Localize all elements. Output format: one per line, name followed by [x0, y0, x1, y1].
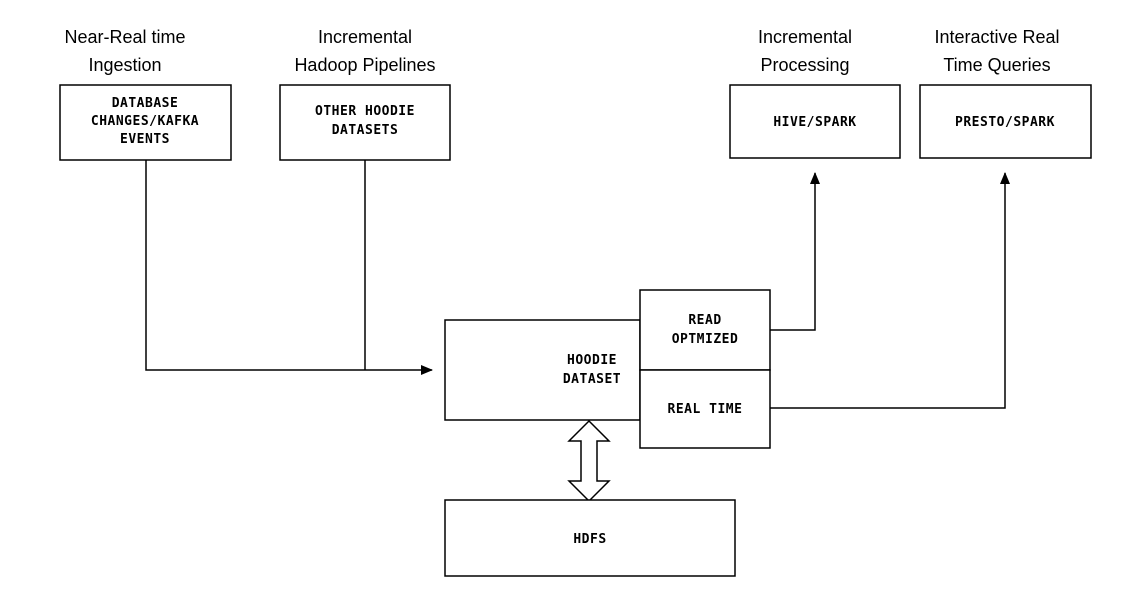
caption-line: Incremental — [758, 27, 852, 47]
box-label: DATABASE — [112, 96, 179, 111]
caption-line: Near-Real time — [64, 27, 185, 47]
caption-line: Ingestion — [88, 55, 161, 75]
box-label: EVENTS — [120, 132, 170, 147]
caption-near-real-time: Near-Real time Ingestion — [64, 27, 185, 75]
database-changes-box: DATABASE CHANGES/KAFKA EVENTS — [59, 84, 232, 161]
caption-incremental-pipelines: Incremental Hadoop Pipelines — [294, 27, 435, 75]
ingestion-connector — [145, 160, 433, 375]
caption-line: Processing — [760, 55, 849, 75]
caption-line: Hadoop Pipelines — [294, 55, 435, 75]
box-label: HIVE/SPARK — [773, 115, 856, 130]
real-time-box: REAL TIME — [639, 369, 771, 449]
box-label: HDFS — [573, 532, 606, 547]
bidirectional-arrow — [567, 419, 611, 503]
read-optimized-box: READ OPTMIZED — [639, 289, 771, 371]
presto-spark-box: PRESTO/SPARK — [919, 84, 1092, 159]
box-label: CHANGES/KAFKA — [91, 114, 199, 129]
caption-interactive-queries: Interactive Real Time Queries — [934, 27, 1059, 75]
box-label: REAL TIME — [668, 402, 743, 417]
other-hoodie-box: OTHER HOODIE DATASETS — [279, 84, 451, 161]
box-label: PRESTO/SPARK — [955, 115, 1055, 130]
hdfs-box: HDFS — [444, 499, 736, 577]
hoodie-dataset-box: HOODIE DATASET — [444, 319, 641, 421]
box-label: DATASET — [563, 372, 621, 387]
hive-spark-box: HIVE/SPARK — [729, 84, 901, 159]
box-label: DATASETS — [332, 123, 399, 138]
box-label: READ — [688, 313, 721, 328]
real-time-connector — [770, 172, 1010, 409]
caption-incremental-processing: Incremental Processing — [758, 27, 852, 75]
caption-line: Incremental — [318, 27, 412, 47]
caption-line: Interactive Real — [934, 27, 1059, 47]
read-optimized-connector — [770, 172, 820, 331]
box-label: HOODIE — [567, 353, 617, 368]
box-label: OTHER HOODIE — [315, 104, 415, 119]
caption-line: Time Queries — [943, 55, 1050, 75]
box-label: OPTMIZED — [672, 332, 739, 347]
